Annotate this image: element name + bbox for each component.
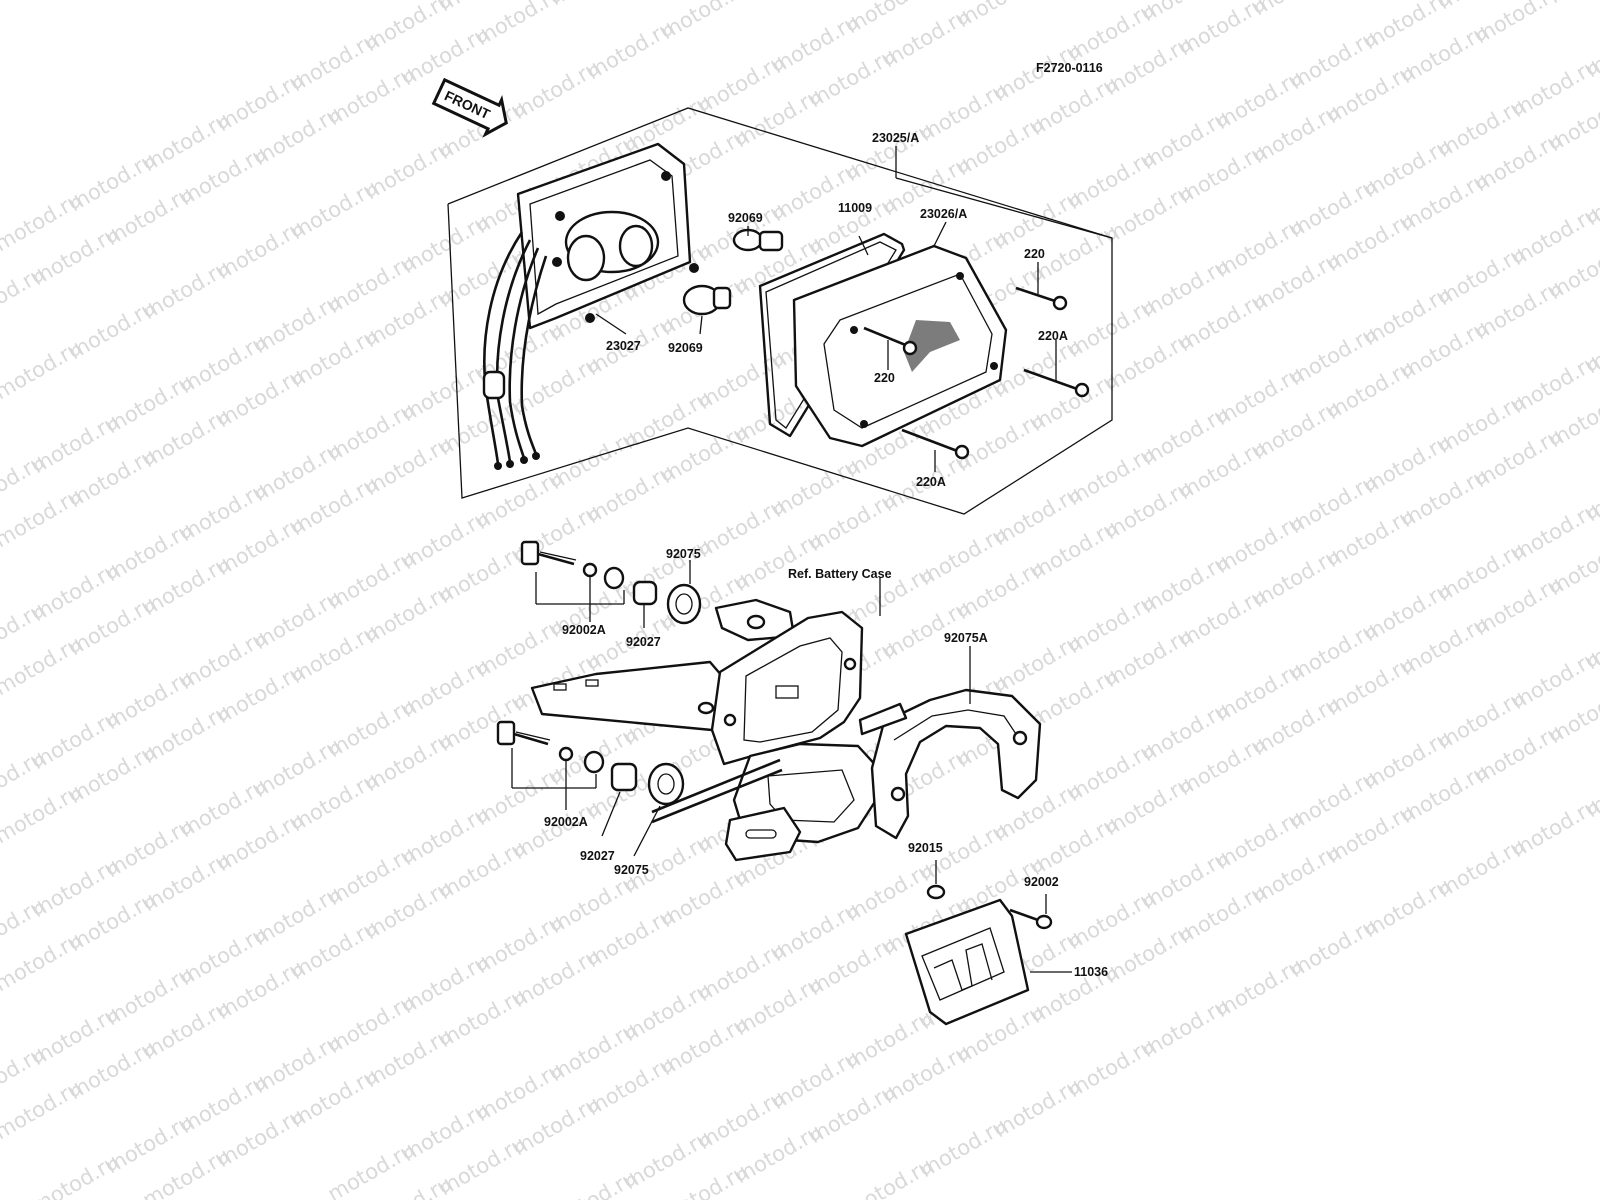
watermark-text: motod.ru: [731, 0, 826, 4]
screw-center: [863, 326, 918, 356]
label-screw-bottom: 220A: [916, 475, 946, 489]
washer-upper-small: [582, 562, 598, 578]
label-bolt-upper: 92002A: [562, 623, 606, 637]
screw-bottom: [901, 428, 970, 460]
screw-right-upper: [1015, 286, 1068, 311]
label-grommet-upper: 92075: [666, 547, 701, 561]
tail-lamp-frame: [447, 107, 1113, 515]
label-lens: 23026/A: [920, 207, 967, 221]
collar-upper: [632, 580, 658, 606]
lens: [792, 244, 1008, 448]
label-nut: 92015: [908, 841, 943, 855]
washer-lower-small: [558, 746, 574, 762]
watermark-text: motod.ru: [546, 0, 641, 10]
diagram-code: F2720-0116: [1036, 61, 1103, 75]
label-socket-housing: 23027: [606, 339, 641, 353]
label-lens-gasket: 11009: [838, 201, 872, 215]
screw-right-lower: [1023, 368, 1090, 398]
collar-lower: [610, 762, 638, 792]
socket-housing: [482, 142, 699, 470]
label-tail-lamp-assy: 23025/A: [872, 131, 919, 145]
label-bracket-right: 92075A: [944, 631, 988, 645]
watermark-text: motod.ru: [657, 0, 752, 44]
washer-upper-large: [603, 566, 625, 590]
label-reference: Ref. Battery Case: [788, 567, 892, 581]
washer-lower-large: [583, 750, 605, 774]
bracket-right: [858, 688, 1042, 840]
watermark-text: motod.ru: [953, 0, 1048, 32]
label-bolt-plate: 92002: [1024, 875, 1059, 889]
tail-bracket: [530, 598, 882, 862]
label-bolt-lower: 92002A: [544, 815, 588, 829]
grommet-lower: [647, 762, 685, 806]
bolt-lower: [496, 720, 551, 746]
bolt-plate: [1009, 908, 1053, 930]
bulb-upper: [732, 228, 784, 252]
label-collar-upper: 92027: [626, 635, 661, 649]
label-screw-right-upper: 220: [1024, 247, 1045, 261]
bulb-lower: [682, 284, 732, 316]
leader-lines: [511, 146, 1113, 973]
label-screw-center: 220: [874, 371, 895, 385]
watermark-text: motod.ru: [1471, 0, 1566, 48]
label-bulb-upper: 92069: [728, 211, 763, 225]
label-grommet-lower: 92075: [614, 863, 649, 877]
label-screw-right-lower: 220A: [1038, 329, 1068, 343]
nut: [926, 884, 946, 900]
bolt-upper: [520, 540, 577, 566]
label-collar-lower: 92027: [580, 849, 615, 863]
label-license-plate-bracket: 11036: [1074, 965, 1108, 979]
reflector-pattern-icon: [904, 320, 960, 372]
watermark-text: motod.ru: [472, 0, 567, 50]
grommet-upper: [666, 583, 702, 625]
license-plate-bracket: [904, 898, 1030, 1026]
watermark-text: motod.ru: [1249, 0, 1344, 20]
part-labels: 23025/A 11009 23026/A 92069 23027 92069 …: [544, 131, 1108, 979]
label-bulb-lower: 92069: [668, 341, 703, 355]
